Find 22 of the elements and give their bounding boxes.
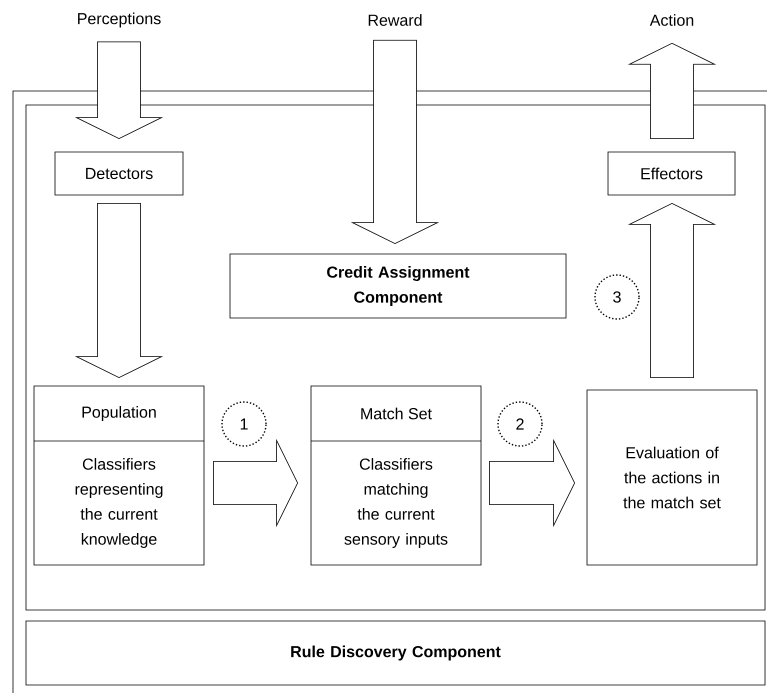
step-number: 1: [221, 401, 267, 447]
process-box: Evaluation of the actions in the match set: [586, 390, 758, 566]
label-text: Action: [650, 14, 694, 26]
block-arrow: [489, 438, 576, 528]
block-arrow: [74, 203, 164, 378]
block-arrow: [628, 202, 716, 378]
frame: [12, 90, 767, 693]
block-arrow: [350, 40, 440, 244]
component-box: Credit Assignment Component: [230, 254, 566, 318]
process-box: Effectors: [608, 152, 736, 196]
list-box: Population Classifiers representing the current knowledge: [34, 386, 204, 566]
step-number: 2: [497, 401, 543, 447]
component-box: Rule Discovery Component: [26, 620, 766, 686]
block-arrow: [628, 42, 716, 139]
frame: [26, 104, 766, 610]
block-arrow: [74, 41, 164, 140]
block-arrow: [213, 438, 298, 528]
label-text: Reward: [368, 14, 422, 26]
list-box: Match Set Classifiers matching the current sensory inputs: [310, 386, 482, 566]
step-number: 3: [594, 274, 640, 320]
label-text: Perceptions: [78, 12, 161, 28]
process-box: Detectors: [54, 152, 184, 196]
